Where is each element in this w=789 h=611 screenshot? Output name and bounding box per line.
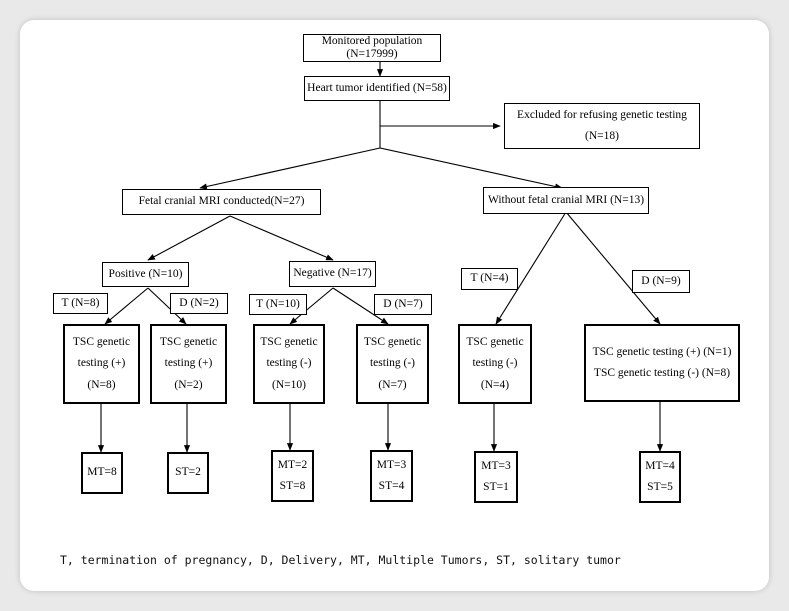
tsc-line: testing (-) bbox=[266, 357, 312, 370]
tsc-positive-termination-box: TSC genetic testing (+) (N=8) bbox=[63, 324, 140, 404]
result-line: ST=2 bbox=[175, 466, 201, 479]
without-mri-box: Without fetal cranial MRI (N=13) bbox=[483, 187, 649, 214]
result-box: MT=3 ST=1 bbox=[474, 451, 518, 503]
result-line: MT=3 bbox=[376, 458, 407, 471]
result-line: ST=4 bbox=[378, 480, 405, 492]
tsc-negative-delivery-box: TSC genetic testing (-) (N=7) bbox=[356, 324, 429, 404]
tsc-line: (N=2) bbox=[174, 378, 203, 391]
tsc-line: TSC genetic testing (+) (N=1) bbox=[592, 345, 732, 358]
tsc-line: testing (-) bbox=[472, 357, 518, 370]
result-line: ST=5 bbox=[647, 481, 673, 493]
tsc-line: (N=4) bbox=[480, 378, 510, 391]
tsc-line: TSC genetic testing (-) (N=8) bbox=[593, 367, 731, 379]
nomri-delivery-tag: D (N=9) bbox=[632, 270, 690, 293]
result-line: MT=3 bbox=[481, 459, 511, 472]
mri-conducted-box: Fetal cranial MRI conducted(N=27) bbox=[122, 189, 321, 215]
tsc-line: (N=7) bbox=[378, 378, 407, 391]
monitored-population-box: Monitored population (N=17999) bbox=[303, 34, 441, 62]
tsc-nomri-delivery-box: TSC genetic testing (+) (N=1) TSC geneti… bbox=[584, 324, 740, 402]
result-line: ST=8 bbox=[279, 480, 306, 492]
negative-box: Negative (N=17) bbox=[289, 261, 376, 287]
tsc-line: testing (+) bbox=[77, 357, 126, 370]
tsc-line: TSC genetic bbox=[363, 336, 422, 349]
excluded-line-2: (N=18) bbox=[585, 130, 619, 142]
result-box: MT=3 ST=4 bbox=[370, 450, 413, 502]
result-line: MT=2 bbox=[277, 458, 308, 471]
positive-delivery-tag: D (N=2) bbox=[170, 293, 228, 314]
tsc-line: TSC genetic bbox=[466, 336, 524, 349]
result-line: MT=4 bbox=[645, 459, 675, 472]
positive-box: Positive (N=10) bbox=[102, 262, 189, 287]
tsc-line: TSC genetic bbox=[72, 336, 131, 349]
result-line: ST=1 bbox=[483, 481, 509, 493]
legend-caption: T, termination of pregnancy, D, Delivery… bbox=[60, 553, 621, 567]
result-box: ST=2 bbox=[167, 452, 209, 494]
tsc-nomri-termination-box: TSC genetic testing (-) (N=4) bbox=[458, 324, 532, 404]
tsc-line: testing (-) bbox=[369, 357, 416, 370]
positive-termination-tag: T (N=8) bbox=[53, 293, 108, 314]
tsc-line: testing (+) bbox=[164, 357, 213, 370]
result-line: MT=8 bbox=[87, 466, 117, 479]
negative-delivery-tag: D (N=7) bbox=[374, 294, 432, 315]
excluded-line-1: Excluded for refusing genetic testing bbox=[517, 108, 687, 121]
result-box: MT=2 ST=8 bbox=[271, 450, 314, 502]
nomri-termination-tag: T (N=4) bbox=[461, 268, 518, 290]
tsc-line: (N=10) bbox=[272, 378, 306, 391]
result-box: MT=8 bbox=[81, 452, 123, 494]
tsc-negative-termination-box: TSC genetic testing (-) (N=10) bbox=[253, 324, 325, 404]
tsc-line: TSC genetic bbox=[159, 336, 218, 349]
excluded-box: Excluded for refusing genetic testing (N… bbox=[504, 103, 700, 149]
negative-termination-tag: T (N=10) bbox=[249, 294, 307, 315]
tsc-positive-delivery-box: TSC genetic testing (+) (N=2) bbox=[150, 324, 227, 404]
heart-tumor-box: Heart tumor identified (N=58) bbox=[304, 76, 450, 101]
tsc-line: TSC genetic bbox=[260, 336, 318, 349]
result-box: MT=4 ST=5 bbox=[639, 451, 681, 503]
tsc-line: (N=8) bbox=[87, 378, 116, 391]
